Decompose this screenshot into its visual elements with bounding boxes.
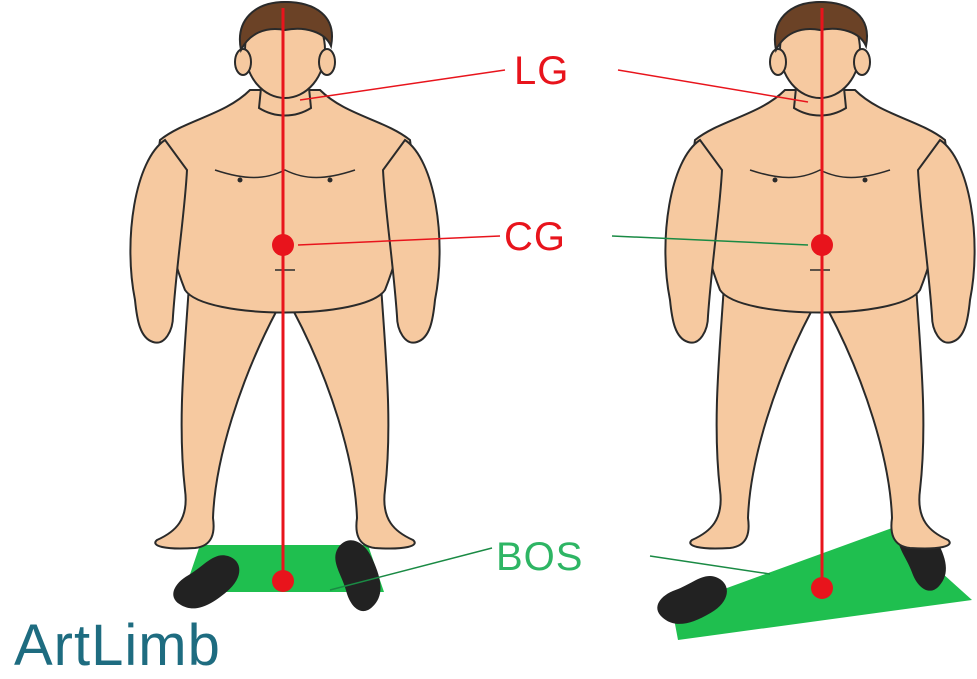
cg-label: CG bbox=[504, 215, 566, 259]
right-figure bbox=[652, 2, 974, 640]
right-bos-center-dot bbox=[811, 577, 833, 599]
left-body bbox=[130, 2, 439, 549]
left-center-of-gravity-dot bbox=[272, 234, 294, 256]
lg-label: LG bbox=[514, 49, 569, 93]
left-bos-center-dot bbox=[272, 570, 294, 592]
right-body bbox=[665, 2, 974, 549]
left-figure bbox=[130, 2, 439, 623]
bos-leader-right bbox=[650, 556, 770, 574]
bos-label: BOS bbox=[496, 535, 583, 579]
artlimb-logo-text: ArtLimb bbox=[14, 612, 221, 679]
right-center-of-gravity-dot bbox=[811, 234, 833, 256]
